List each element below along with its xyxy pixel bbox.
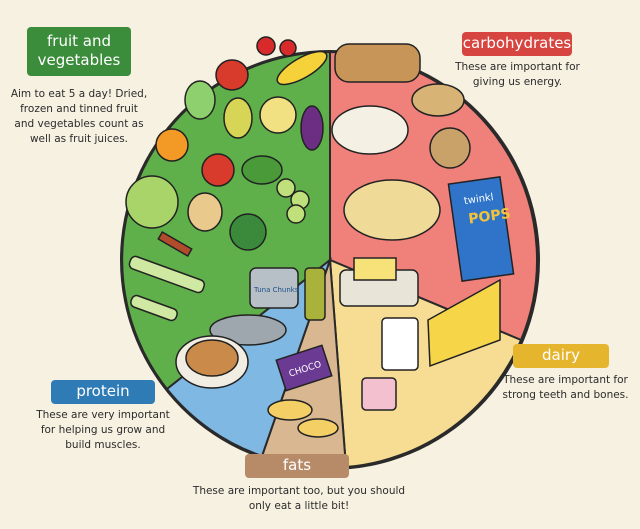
label-carbohydrates: carbohydrates: [462, 32, 572, 56]
cabbage-icon: [125, 175, 179, 229]
fruit-veg-foods: [125, 36, 328, 322]
apple-icon: [184, 80, 216, 120]
milk-glass-icon: [381, 317, 419, 371]
segment-dairy: [328, 258, 523, 469]
orange-icon: [155, 128, 189, 162]
melon-icon: [259, 96, 297, 134]
yogurt-pot-icon: [361, 377, 397, 411]
leek-icon: [128, 255, 206, 294]
fish-icon: [209, 314, 287, 346]
fats-foods: CHOCO: [267, 267, 339, 438]
cinnamon-icon: [157, 231, 193, 257]
leek-icon: [130, 294, 178, 322]
onion-icon: [187, 192, 223, 232]
label-dairy: dairy: [513, 344, 609, 368]
description-dairy: These are important for strong teeth and…: [502, 374, 629, 401]
description-carbohydrates: These are important for giving us energy…: [455, 61, 580, 88]
grape-icon: [286, 204, 306, 224]
pepper-icon: [215, 59, 249, 91]
chocolate-bar: CHOCO: [275, 344, 333, 392]
roast-chicken-icon: [185, 339, 239, 377]
bread-loaf-icon: [334, 43, 421, 83]
pitta-bread-icon: [429, 127, 471, 169]
description-fats: These are important too, but you should …: [192, 485, 406, 512]
label-fats: fats: [245, 454, 349, 478]
crisps-icon: [297, 418, 339, 438]
cereal-name-label: POPS: [467, 206, 511, 228]
butter-icon: [353, 257, 397, 281]
grape-icon: [276, 178, 296, 198]
crisps-icon: [267, 399, 313, 421]
tuna-label: Tuna Chunks: [253, 286, 299, 294]
oil-bottle-icon: [304, 267, 326, 321]
label-protein: protein: [51, 380, 155, 404]
strawberry-icon: [256, 36, 276, 56]
potato-icon: [411, 83, 465, 117]
carbohydrate-foods: twinkl POPS: [331, 43, 515, 282]
cheese-icon: [427, 278, 501, 368]
aubergine-icon: [300, 105, 324, 151]
description-protein: These are very important for helping us …: [36, 409, 170, 451]
pasta-icon: [343, 179, 441, 241]
banana-icon: [276, 50, 328, 86]
label-fruit-vegetables: fruit and vegetables: [27, 27, 131, 76]
rice-bowl-icon: [331, 105, 409, 155]
description-fruit-vegetables: Aim to eat 5 a day! Dried, frozen and ti…: [10, 88, 148, 145]
cereal-brand-label: twinkl: [463, 192, 494, 207]
pear-icon: [223, 97, 253, 139]
apple-icon: [201, 153, 235, 187]
pepper-icon: [241, 155, 283, 185]
tuna-tin: Tuna Chunks: [249, 267, 299, 309]
cereal-box: twinkl POPS: [447, 176, 515, 282]
protein-foods: Tuna Chunks: [175, 267, 299, 389]
broccoli-icon: [229, 213, 267, 251]
strawberry-icon: [279, 39, 297, 57]
dairy-foods: [339, 257, 501, 411]
